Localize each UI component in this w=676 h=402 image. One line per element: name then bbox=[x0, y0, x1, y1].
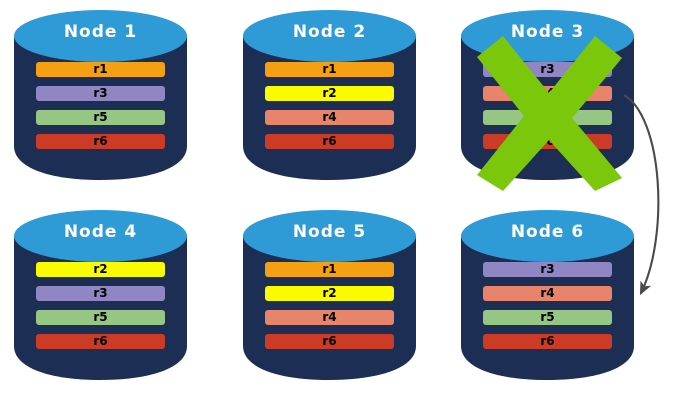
replica-r1: r1 bbox=[265, 62, 394, 77]
replica-list: r1 r2 r4 r6 bbox=[265, 262, 394, 349]
replica-list: r1 r3 r5 r6 bbox=[36, 62, 165, 149]
replica-r1: r1 bbox=[36, 62, 165, 77]
replica-r6: r6 bbox=[265, 334, 394, 349]
replica-r2: r2 bbox=[265, 86, 394, 101]
replica-list: r1 r2 r4 r6 bbox=[265, 62, 394, 149]
replica-r5: r5 bbox=[36, 310, 165, 325]
replica-r6: r6 bbox=[265, 134, 394, 149]
replica-r4: r4 bbox=[483, 86, 612, 101]
replica-r5: r5 bbox=[36, 110, 165, 125]
replica-r3: r3 bbox=[483, 62, 612, 77]
replica-r6: r6 bbox=[483, 334, 612, 349]
replica-r2: r2 bbox=[36, 262, 165, 277]
replica-r6: r6 bbox=[483, 134, 612, 149]
replica-r3: r3 bbox=[36, 86, 165, 101]
replica-list: r3 r4 r5 r6 bbox=[483, 62, 612, 149]
replica-r4: r4 bbox=[265, 310, 394, 325]
replica-r6: r6 bbox=[36, 334, 165, 349]
replica-r5: r5 bbox=[483, 110, 612, 125]
replica-r5: r5 bbox=[483, 310, 612, 325]
replica-r6: r6 bbox=[36, 134, 165, 149]
replica-r3: r3 bbox=[36, 286, 165, 301]
replica-r4: r4 bbox=[483, 286, 612, 301]
replica-list: r3 r4 r5 r6 bbox=[483, 262, 612, 349]
replica-r1: r1 bbox=[265, 262, 394, 277]
replica-list: r2 r3 r5 r6 bbox=[36, 262, 165, 349]
replica-r2: r2 bbox=[265, 286, 394, 301]
replica-r4: r4 bbox=[265, 110, 394, 125]
replica-r3: r3 bbox=[483, 262, 612, 277]
